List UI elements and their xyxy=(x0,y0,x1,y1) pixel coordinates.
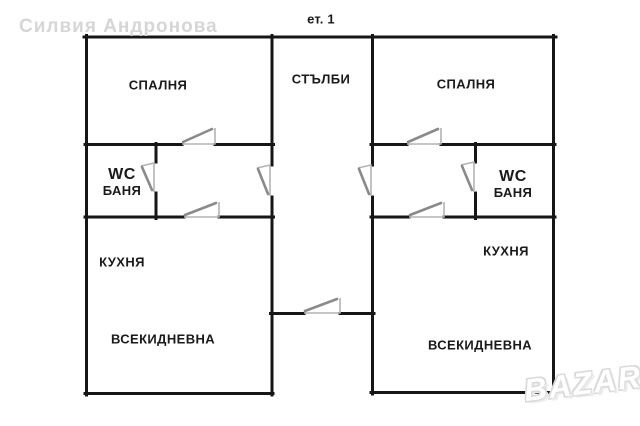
room-label-living-right: ВСЕКИДНЕВНА xyxy=(427,337,533,353)
room-label-bedroom-right: СПАЛНЯ xyxy=(436,76,496,92)
wc-left-line2: БАНЯ xyxy=(102,182,142,198)
door-swing-icon xyxy=(140,162,155,192)
outer-walls xyxy=(82,34,558,397)
room-label-kitchen-left: КУХНЯ xyxy=(99,254,145,270)
door-swing-icon xyxy=(256,164,271,196)
door-swing-icon xyxy=(408,201,445,218)
room-label-wc-right: WC БАНЯ xyxy=(494,168,533,200)
room-label-bedroom-left: СПАЛНЯ xyxy=(128,77,188,93)
right-apartment-walls xyxy=(369,142,557,220)
left-apartment-walls xyxy=(83,142,275,220)
room-label-kitchen-right: КУХНЯ xyxy=(483,243,529,259)
wc-right-line2: БАНЯ xyxy=(493,184,533,200)
floor-label: ет. 1 xyxy=(307,11,335,27)
door-swing-icon xyxy=(181,127,216,145)
door-swing-icon xyxy=(406,127,442,145)
agent-watermark: Силвия Андронова xyxy=(19,16,218,37)
wc-right-line1: WC xyxy=(499,167,527,185)
wc-left-line1: WC xyxy=(108,165,136,183)
door-swing-icon xyxy=(303,297,341,314)
room-label-wc-left: WC БАНЯ xyxy=(103,166,142,198)
door-swing-icons xyxy=(140,127,475,314)
door-swing-icon xyxy=(460,161,475,192)
corridor-walls xyxy=(269,34,376,397)
room-label-living-left: ВСЕКИДНЕВНА xyxy=(110,331,216,347)
door-swing-icon xyxy=(183,201,220,218)
room-label-stairs: СТЪЛБИ xyxy=(291,71,351,87)
door-swing-icon xyxy=(357,164,372,196)
